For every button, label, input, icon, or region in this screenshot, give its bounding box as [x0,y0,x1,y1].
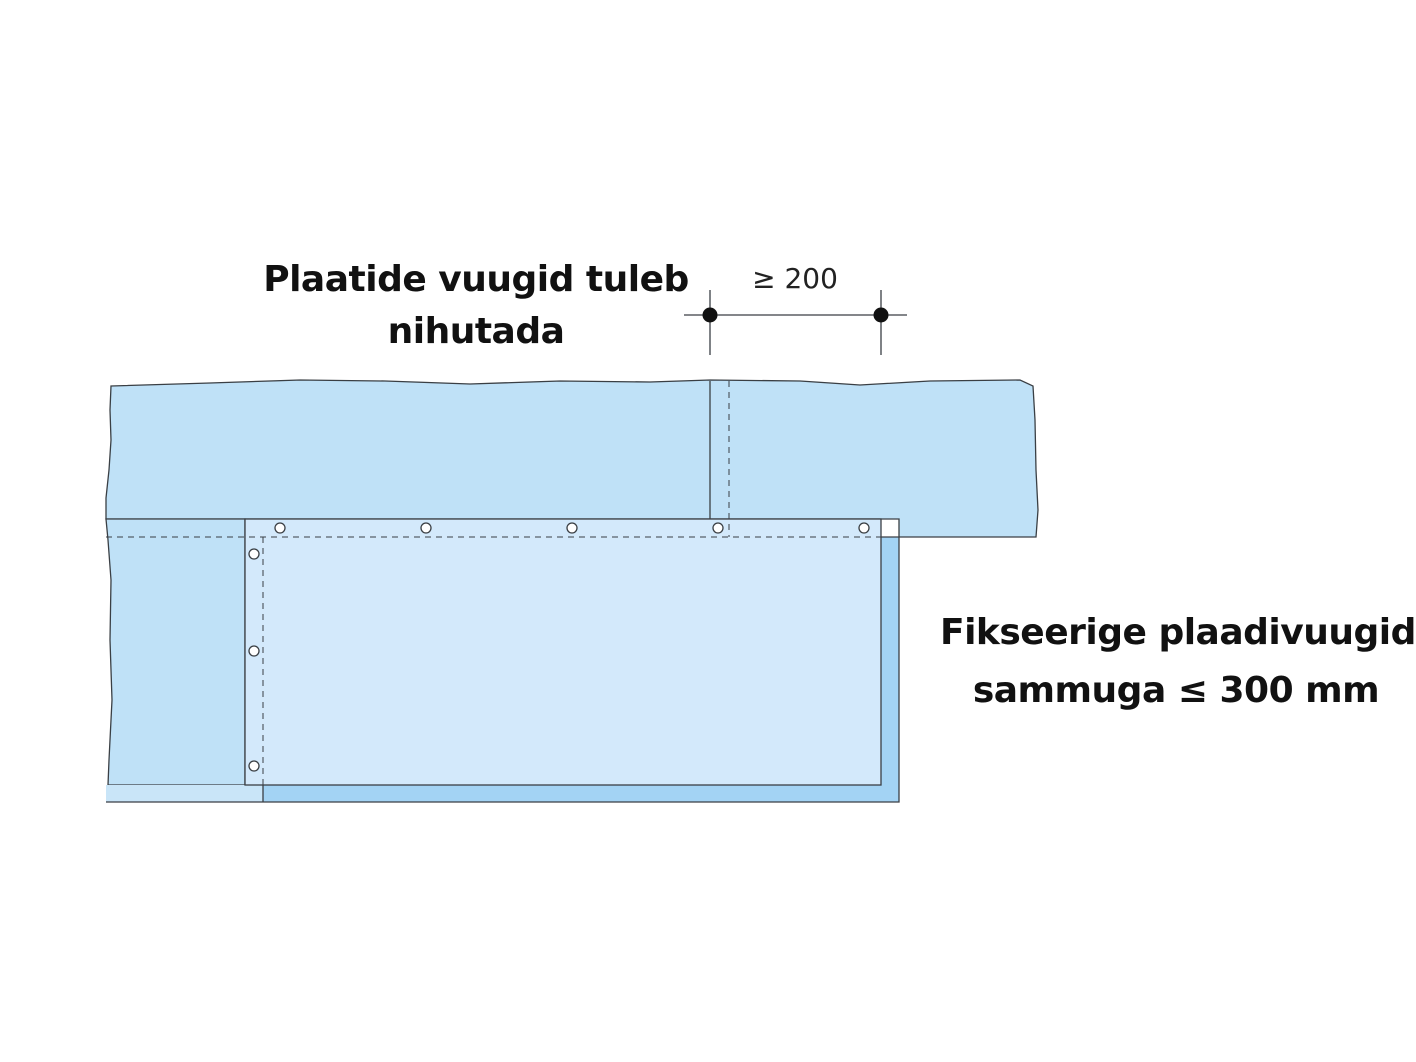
left-lower-board [105,518,246,786]
offset-joints-label-line2: nihutada [387,311,565,352]
screw-marker [420,522,432,534]
lower-outer-edge [106,536,900,803]
screw-marker [712,522,724,534]
bottom-left-strip [106,785,263,802]
fix-joints-label: Fikseerige plaadivuugid sammuga ≤ 300 mm [940,604,1416,720]
screw-marker [858,522,870,534]
screw-marker [248,760,260,772]
right-edge-strip [881,537,899,802]
screw-marker [566,522,578,534]
upper-board [105,379,1039,538]
bottom-edge-strip [263,785,899,802]
screw-column-left [248,548,260,772]
screw-marker [248,548,260,560]
fix-joints-label-line2: sammuga ≤ 300 mm [972,670,1380,711]
dimension-label: ≥ 200 [752,262,838,295]
dimension-point-left [702,307,718,323]
screw-row-top [274,522,870,534]
fix-joints-label-line1: Fikseerige plaadivuugid [940,612,1416,653]
screw-marker [274,522,286,534]
dimension-line [684,290,907,355]
offset-joints-label: Plaatide vuugid tuleb nihutada [256,254,696,358]
lower-board [244,518,882,786]
offset-joints-label-line1: Plaatide vuugid tuleb [263,259,689,300]
dimension-point-right [873,307,889,323]
screw-marker [248,645,260,657]
